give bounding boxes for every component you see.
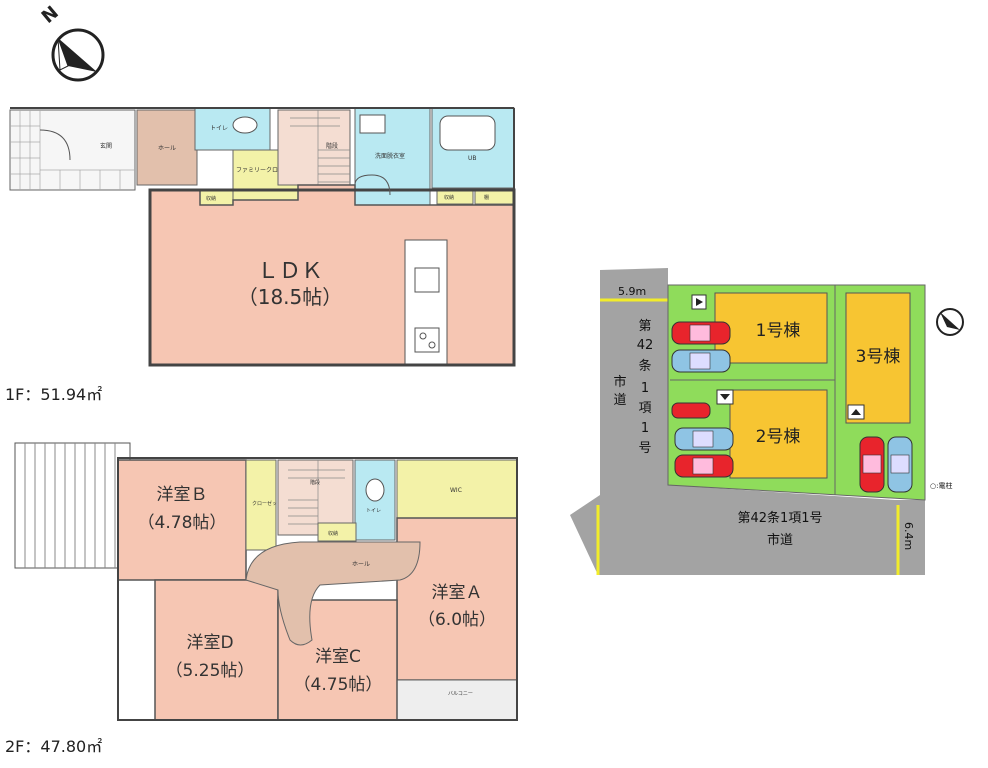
f2-storage-label: 収納 xyxy=(328,530,338,537)
site-plan: 1号棟 2号棟 3号棟 xyxy=(570,268,964,575)
left-code-char-2: 条 xyxy=(638,358,651,374)
left-road-char-1: 道 xyxy=(613,393,626,408)
left-code-char-6: 号 xyxy=(638,441,651,456)
western-b-size: （4.78帖） xyxy=(138,513,227,533)
car-blue-2 xyxy=(674,427,734,451)
f2-deck-slats xyxy=(24,443,116,568)
western-c-label: 洋室C xyxy=(315,647,361,667)
f2-balcony-label: バルコニー xyxy=(448,691,473,697)
car-red-1 xyxy=(671,321,731,345)
ldk-size: （18.5帖） xyxy=(238,285,343,309)
f2-stairs-label: 階段 xyxy=(310,479,320,486)
f2-toilet-bowl-icon xyxy=(365,478,385,502)
left-code-char-1: 42 xyxy=(637,338,654,353)
western-d-size: （5.25帖） xyxy=(166,661,255,681)
pole-legend: ○:電柱 xyxy=(930,481,952,490)
car-red-3 xyxy=(859,436,885,493)
building-1 xyxy=(714,292,828,364)
f1-storage-1 xyxy=(199,189,234,206)
f2-wic-label: WIC xyxy=(450,487,462,494)
entry-arrow-down-icon xyxy=(720,394,730,400)
western-b-label: 洋室Ｂ xyxy=(157,485,208,505)
car-red-small xyxy=(671,402,711,419)
building-1-label: 1号棟 xyxy=(756,321,801,341)
f2-balcony xyxy=(396,679,518,721)
left-code-char-4: 項 xyxy=(638,401,651,416)
building-2-label: 2号棟 xyxy=(756,427,801,447)
top-road-width: 5.9m xyxy=(618,285,646,298)
bath-label: UB xyxy=(468,155,477,162)
left-code-char-3: 1 xyxy=(641,381,649,396)
road-area xyxy=(570,268,895,575)
f2-hall xyxy=(245,541,421,646)
f1-outer-wall xyxy=(148,188,516,367)
f1-toilet-bowl-icon xyxy=(232,116,258,134)
f2-outer-wall xyxy=(117,457,518,721)
f2-deck xyxy=(14,442,131,569)
entry-arrow-up-icon xyxy=(851,409,861,415)
floor1-area-label: 1F：51.94㎡ xyxy=(5,385,102,404)
building-2 xyxy=(729,389,828,479)
f2-closet-b-label: クローゼット xyxy=(252,500,282,507)
f2-toilet-label: トイレ xyxy=(366,508,381,514)
f1-storage-2 xyxy=(436,187,474,205)
building-3 xyxy=(845,292,911,424)
western-c-size: （4.75帖） xyxy=(294,675,383,695)
f2-storage xyxy=(317,522,357,542)
left-road-name: 市 道 xyxy=(613,374,626,408)
entrance-label: 玄関 xyxy=(100,142,112,150)
western-a-size: （6.0帖） xyxy=(418,610,496,630)
bathtub-icon xyxy=(439,115,496,151)
bottom-road-code: 第42条1項1号 xyxy=(737,510,822,526)
f1-stairs-treads xyxy=(290,110,350,185)
car-red-2 xyxy=(674,454,734,478)
kitchen-sink-icon xyxy=(414,267,440,293)
f2-wic xyxy=(396,459,518,519)
entrance-area xyxy=(9,109,136,191)
left-code-char-0: 第 xyxy=(638,319,651,334)
site-compass-icon xyxy=(936,308,964,336)
left-road-char-0: 市 xyxy=(613,374,626,390)
f1-toilet xyxy=(194,107,271,151)
f1-stairs xyxy=(277,109,351,186)
left-road-code: 第 42 条 1 項 1 号 xyxy=(637,319,654,456)
f1-shelf-label: 棚 xyxy=(484,194,489,201)
wash-basin-icon xyxy=(359,114,386,134)
floor2-area-label: 2F：47.80㎡ xyxy=(5,737,102,756)
family-closet-label: ファミリークローク xyxy=(236,167,290,174)
kitchen-stove-icon xyxy=(414,327,440,353)
f1-storage-1-label: 収納 xyxy=(206,195,216,202)
f1-stairs-label: 階段 xyxy=(326,142,338,150)
building-3-label: 3号棟 xyxy=(856,347,901,367)
western-d-label: 洋室D xyxy=(186,633,233,653)
f2-hall-label: ホール xyxy=(352,561,370,568)
ldk-label: ＬＤＫ xyxy=(257,259,323,284)
f1-hall xyxy=(136,109,198,186)
f2-closet-b xyxy=(245,459,277,551)
ldk-room xyxy=(149,184,515,366)
western-a-label: 洋室Ａ xyxy=(432,583,483,603)
road-area-right xyxy=(895,500,925,575)
washroom-label: 洗面脱衣室 xyxy=(375,152,405,160)
f1-hall-label: ホール xyxy=(158,145,176,152)
entry-arrow-right-icon xyxy=(696,298,703,306)
f1-door-swing xyxy=(354,174,391,196)
f1-toilet-label: トイレ xyxy=(210,125,228,132)
compass-north-label: N xyxy=(38,2,63,28)
side-road-width: 6.4m xyxy=(902,522,915,550)
bottom-road-name: 市道 xyxy=(767,532,793,548)
floor2-plan: 洋室Ｂ （4.78帖） クローゼット 階段 トイレ WIC 収納 洋室Ａ （6.… xyxy=(5,442,518,756)
entrance-door-swing xyxy=(39,129,71,161)
north-compass-icon: N xyxy=(38,2,105,82)
car-blue-1 xyxy=(671,349,731,373)
floor1-plan: 玄関 ホール トイレ ファミリークローク 階段 洗面脱衣室 UB 収納 xyxy=(5,107,516,404)
room-western-d xyxy=(154,579,279,721)
f1-storage-2-label: 収納 xyxy=(444,194,454,201)
entrance-tile-grid xyxy=(10,110,135,190)
left-code-char-5: 1 xyxy=(641,421,649,436)
car-blue-3 xyxy=(887,436,913,493)
